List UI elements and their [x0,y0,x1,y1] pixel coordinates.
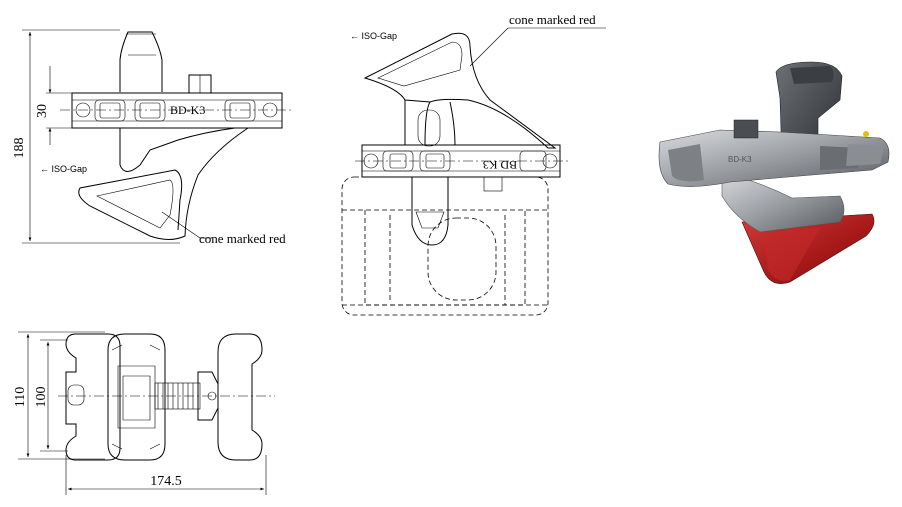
dim-inner-text: 100 [34,387,49,408]
iso-gap-label: ← ISO-Gap [40,164,87,174]
iso-gap-label-front: ← ISO-Gap [350,31,397,41]
dim-height-text: 188 [12,138,27,159]
cone-label-side: cone marked red [199,231,286,246]
dim-outer: 110 [13,331,105,460]
dim-width: 174.5 [65,455,267,495]
dim-width-text: 174.5 [150,474,182,489]
side-view: 188 30 ← ISO-Gap BD-K3 [12,29,292,246]
render-plate-mark: BD-K3 [728,155,752,164]
top-view: 110 100 174.5 [13,331,275,495]
render-3d: BD-K3 [658,61,890,284]
dim-outer-text: 110 [13,387,28,407]
front-plate-mark: BD K3 [483,158,517,172]
plate-mark-text: BD-K3 [170,103,205,117]
dim-plate: 30 [35,66,90,145]
dim-plate-text: 30 [35,104,50,118]
dim-inner: 100 [34,339,68,452]
cone-label-front: cone marked red [509,12,596,27]
front-view: ← ISO-Gap cone marked red BD K3 [341,12,606,316]
dim-height: 188 [12,29,180,244]
